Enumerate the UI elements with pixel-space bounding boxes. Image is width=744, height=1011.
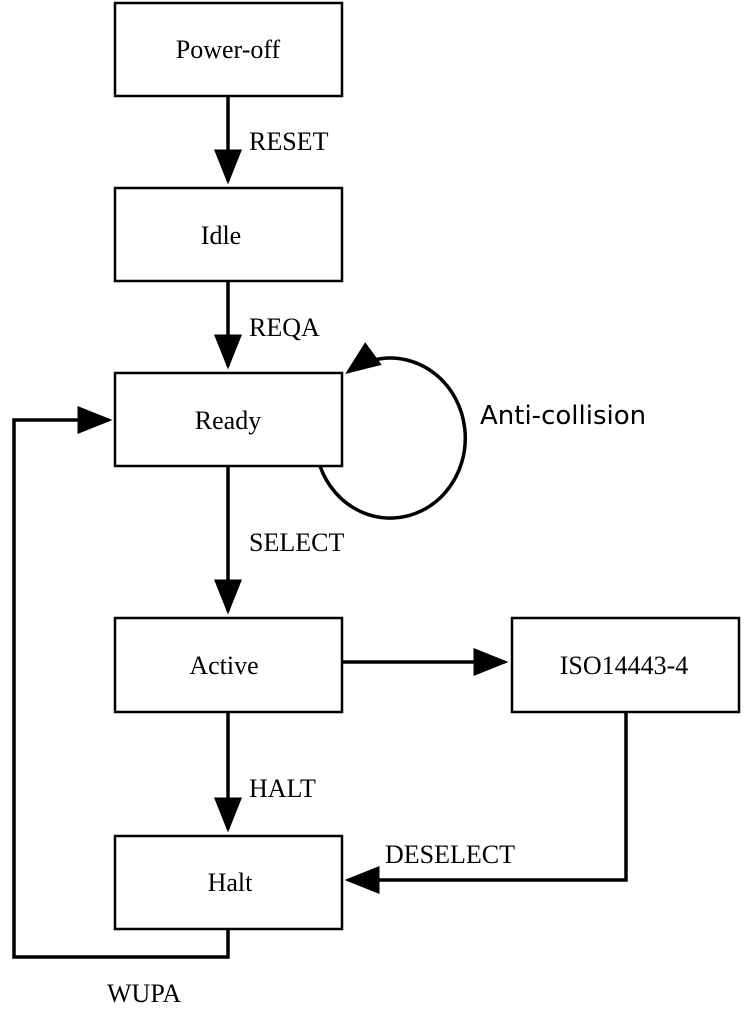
state-label: Active — [189, 651, 258, 680]
wupa-arrow — [12, 406, 230, 959]
deselect-label: DESELECT — [385, 840, 515, 869]
deselect-arrow — [344, 712, 628, 894]
reset-label: RESET — [249, 127, 329, 156]
state-halt: Halt — [113, 834, 344, 931]
select-label: SELECT — [249, 528, 344, 557]
state-idle: Idle — [113, 186, 344, 283]
anticollision-label: Anti-collision — [480, 401, 646, 431]
reqa-label: REQA — [249, 313, 320, 342]
state-label: Ready — [195, 406, 261, 435]
state-active: Active — [113, 616, 344, 714]
state-power-off: Power-off — [113, 1, 344, 98]
state-label: ISO14443-4 — [560, 651, 689, 680]
state-label: Halt — [208, 868, 254, 897]
halt-label: HALT — [249, 774, 316, 803]
state-label: Idle — [201, 221, 241, 250]
state-label: Power-off — [176, 35, 281, 64]
wupa-label: WUPA — [107, 979, 181, 1008]
state-ready: Ready — [113, 371, 344, 468]
state-iso14443-4: ISO14443-4 — [510, 616, 741, 714]
anticollision-loop — [318, 342, 467, 520]
